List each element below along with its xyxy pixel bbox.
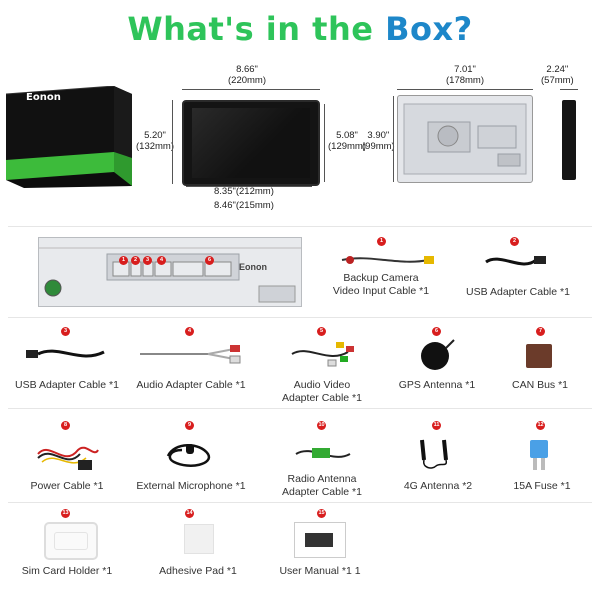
item-label-6: GPS Antenna *1: [398, 379, 476, 391]
product-box: Eonon: [5, 85, 132, 188]
back-width-dim: 7.01"(178mm): [446, 64, 485, 86]
item-label-13: Sim Card Holder *1: [21, 565, 113, 577]
connector-panel-illustration: [39, 247, 301, 303]
divider: [8, 502, 592, 503]
item-badge-1: 1: [377, 237, 386, 246]
connector-badge-4: 4: [157, 256, 166, 265]
fuse-icon: [530, 440, 548, 470]
item-badge-10: 10: [317, 421, 326, 430]
divider: [8, 317, 592, 318]
item-label-3: USB Adapter Cable *1: [15, 379, 119, 391]
audio-cable-icon: [140, 345, 241, 364]
item-badge-3: 3: [61, 327, 70, 336]
item-label-8: Power Cable *1: [30, 480, 104, 492]
head-unit-side: [562, 100, 576, 180]
item-badge-13: 13: [61, 509, 70, 518]
screen-bottom-dim-2: 8.46"(215mm): [214, 200, 274, 211]
item-badge-5: 5: [317, 327, 326, 336]
camera-cable-icon: [341, 256, 434, 264]
divider: [8, 408, 592, 409]
dim-line: [186, 186, 312, 187]
dim-line: [393, 96, 394, 182]
item-badge-11: 11: [432, 421, 441, 430]
dim-line: [560, 89, 578, 90]
item-badge-14: 14: [185, 509, 194, 518]
back-height-dim: 3.90"(99mm): [362, 130, 395, 152]
divider: [8, 226, 592, 227]
item-label-14: Adhesive Pad *1: [159, 565, 237, 577]
item-label-11: 4G Antenna *2: [403, 480, 473, 492]
usb-cable-icon: [26, 349, 105, 358]
item-label-4: Audio Adapter Cable *1: [136, 379, 246, 391]
connector-badge-3: 3: [143, 256, 152, 265]
screen-right-height-dim: 5.08"(129mm): [328, 130, 367, 152]
dim-line: [182, 89, 320, 90]
item-badge-2: 2: [510, 237, 519, 246]
item-badge-7: 7: [536, 327, 545, 336]
title-part-3: Box?: [385, 10, 473, 48]
product-box-illustration: [5, 85, 132, 188]
item-badge-6: 6: [432, 327, 441, 336]
item-label-9: External Microphone *1: [136, 480, 246, 492]
screen-width-dim: 8.66"(220mm): [228, 64, 267, 86]
item-badge-12: 12: [536, 421, 545, 430]
sim-holder-icon: [44, 522, 98, 560]
4g-antenna-icon: [420, 439, 448, 469]
av-cable-icon: [291, 342, 354, 367]
screen-left-height-dim: 5.20"(132mm): [136, 130, 175, 152]
item-label-7: CAN Bus *1: [511, 379, 569, 391]
dim-line: [324, 104, 325, 182]
canbus-icon: [526, 344, 552, 368]
connector-badge-1: 1: [119, 256, 128, 265]
chassis-illustration: [403, 103, 527, 175]
radio-antenna-cable-icon: [295, 448, 351, 458]
usb-cable-icon: [485, 256, 546, 266]
panel-brand-logo: Eonon: [239, 262, 267, 272]
item-label-12: 15A Fuse *1: [513, 480, 571, 492]
dim-line: [172, 100, 173, 184]
dim-line: [397, 89, 533, 90]
item-badge-8: 8: [61, 421, 70, 430]
adhesive-pad-icon: [184, 524, 214, 554]
item-badge-15: 15: [317, 509, 326, 518]
microphone-icon: [166, 444, 211, 467]
gps-antenna-icon: [421, 339, 455, 370]
connector-badge-6: 6: [205, 256, 214, 265]
item-label-15: User Manual *1 1: [279, 565, 361, 577]
connector-panel: 1 2 3 4 6 Eonon: [38, 237, 302, 307]
power-cable-icon: [37, 446, 99, 470]
item-label-2: USB Adapter Cable *1: [466, 286, 570, 298]
item-badge-9: 9: [185, 421, 194, 430]
screen-bottom-dim-1: 8.35"(212mm): [214, 186, 274, 197]
brand-logo: Eonon: [26, 92, 61, 103]
head-unit-screen: [182, 100, 320, 186]
connector-badge-2: 2: [131, 256, 140, 265]
item-badge-4: 4: [185, 327, 194, 336]
manual-icon: [294, 522, 346, 558]
head-unit-back: [397, 95, 533, 183]
title-part-2: in the: [265, 10, 374, 48]
page-title: What's in the Box?: [0, 10, 600, 48]
title-part-1: What's: [127, 10, 255, 48]
depth-dim: 2.24"(57mm): [541, 64, 574, 86]
